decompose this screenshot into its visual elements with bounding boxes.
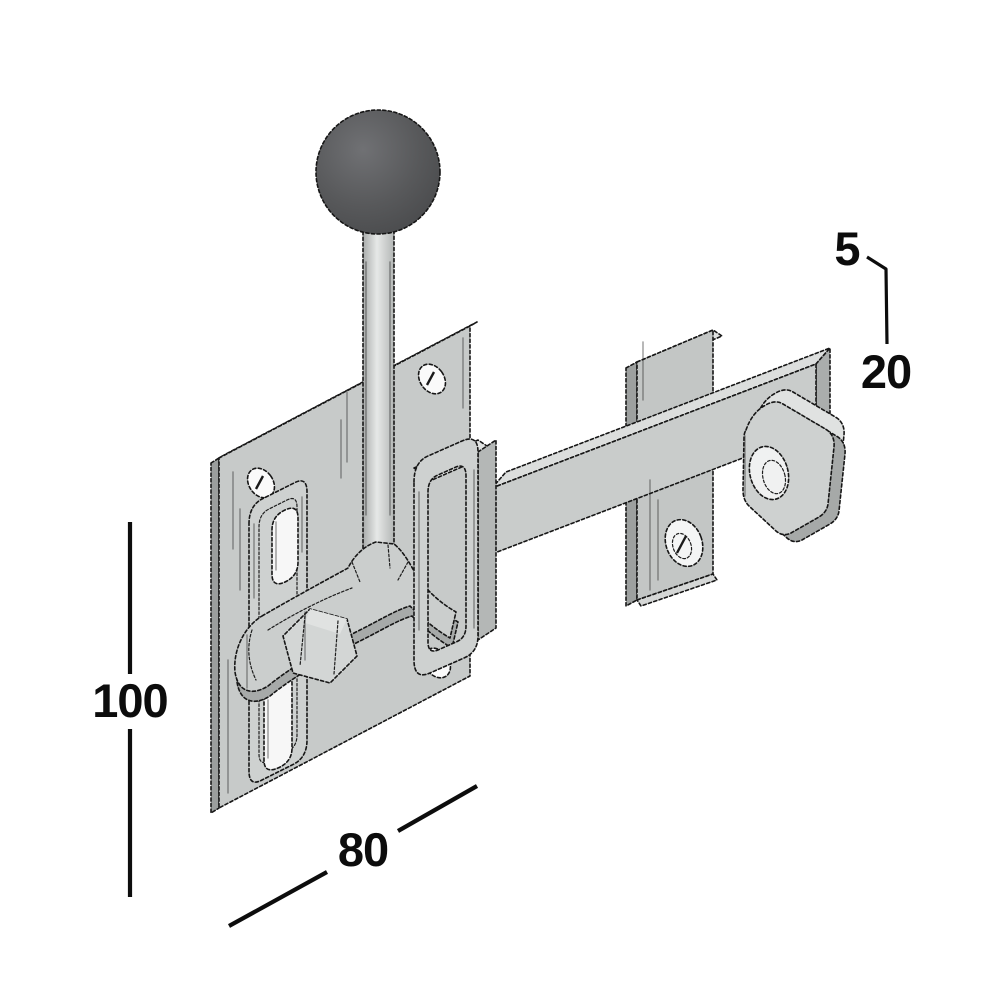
dimension-plate-width: 80 xyxy=(227,784,479,928)
guide-staple xyxy=(413,438,497,676)
hex-bolt xyxy=(282,608,358,684)
dimension-label-bar-width: 20 xyxy=(861,345,911,398)
dimension-line-width-left xyxy=(227,870,329,928)
guide-slot-upper xyxy=(271,507,299,585)
dimension-label-plate-height: 100 xyxy=(92,674,167,727)
dimension-label-bar-thickness: 5 xyxy=(834,222,859,275)
keeper-screw-hole xyxy=(664,518,704,568)
latch-lever-arm xyxy=(234,541,459,703)
dimension-leader-bar xyxy=(866,255,889,345)
ball-knob xyxy=(315,109,441,235)
dimension-bar-section: 5 20 xyxy=(834,222,912,398)
screw-hole-top-right xyxy=(417,363,447,395)
catch-plate xyxy=(742,389,846,543)
dimension-label-plate-width: 80 xyxy=(338,823,388,876)
dimension-line-width-right xyxy=(396,784,479,833)
catch-hole xyxy=(748,445,790,501)
dimension-plate-height: 100 xyxy=(92,522,169,897)
lift-rod xyxy=(362,227,395,557)
sketch-shading xyxy=(227,261,746,794)
